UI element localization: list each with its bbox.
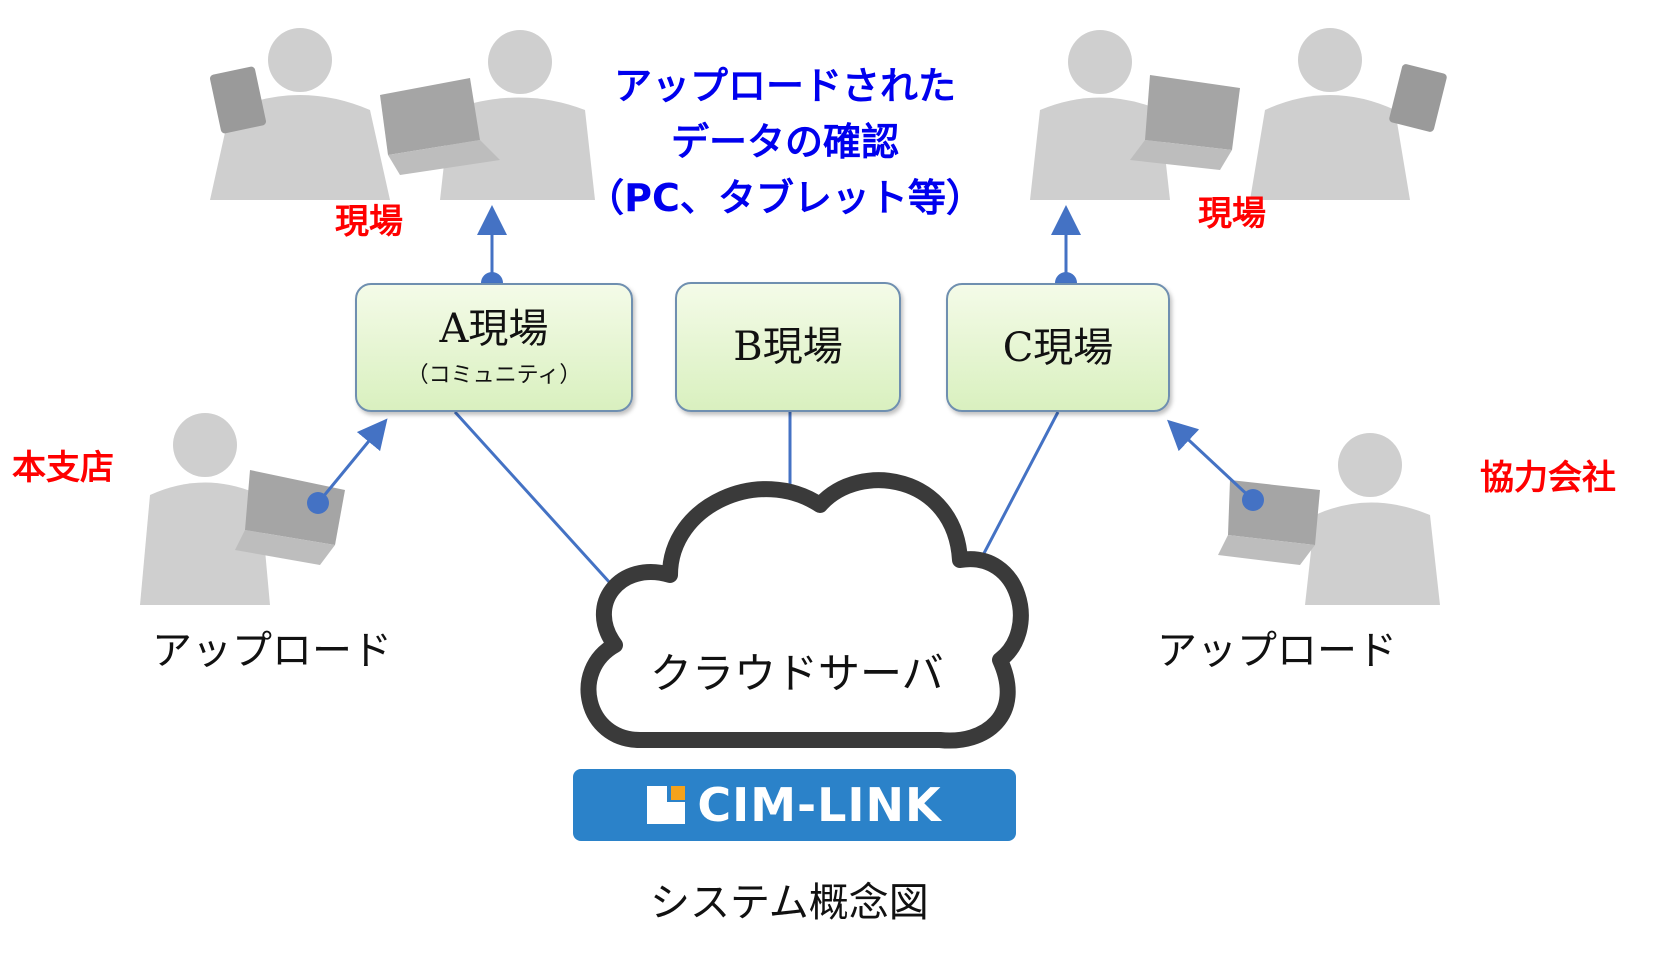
- partner-company-label: 協力会社: [1480, 458, 1616, 498]
- site-box-c[interactable]: C現場: [946, 283, 1170, 412]
- logo-mark-icon: [647, 786, 686, 824]
- person-with-laptop-icon: [1030, 30, 1240, 200]
- arrow-branch-to-a: [316, 418, 388, 504]
- upload-label-left: アップロード: [152, 628, 392, 674]
- site-b-name: B現場: [733, 324, 843, 370]
- person-with-tablet-icon: [1250, 28, 1447, 200]
- title-line-2: データの確認: [670, 120, 899, 164]
- branch-office-label: 本支店: [12, 448, 114, 488]
- connector-c-cloud: [968, 411, 1060, 581]
- cloud-server-label: クラウドサーバ: [650, 649, 944, 698]
- connector-a-cloud: [453, 410, 632, 607]
- person-with-laptop-icon: [140, 413, 345, 605]
- person-with-tablet-icon: [210, 28, 390, 200]
- title-line-3: （PC、タブレット等）: [586, 176, 984, 220]
- arrow-partner-origin-dot: [1242, 489, 1264, 511]
- arrow-branch-origin-dot: [307, 492, 329, 514]
- cloud-icon: [580, 472, 1029, 749]
- diagram-caption: システム概念図: [650, 880, 929, 926]
- person-with-laptop-icon: [380, 30, 595, 200]
- logo-text: CIM-LINK: [697, 778, 942, 832]
- cim-link-logo: CIM-LINK: [573, 769, 1016, 841]
- title-line-1: アップロードされた: [613, 64, 956, 108]
- site-a-sub: （コミュニティ）: [406, 362, 582, 388]
- site-a-name: A現場: [439, 305, 549, 352]
- arrow-partner-to-c: [1167, 419, 1255, 502]
- site-box-a[interactable]: A現場 （コミュニティ）: [355, 283, 633, 412]
- field-label-right: 現場: [1198, 194, 1266, 234]
- upload-check-title: アップロードされた データの確認 （PC、タブレット等）: [585, 58, 985, 226]
- site-c-name: C現場: [1002, 324, 1114, 371]
- upload-label-right: アップロード: [1157, 628, 1397, 674]
- site-box-b[interactable]: B現場: [675, 282, 901, 412]
- field-label-left: 現場: [335, 202, 403, 242]
- person-with-laptop-icon: [1218, 433, 1440, 605]
